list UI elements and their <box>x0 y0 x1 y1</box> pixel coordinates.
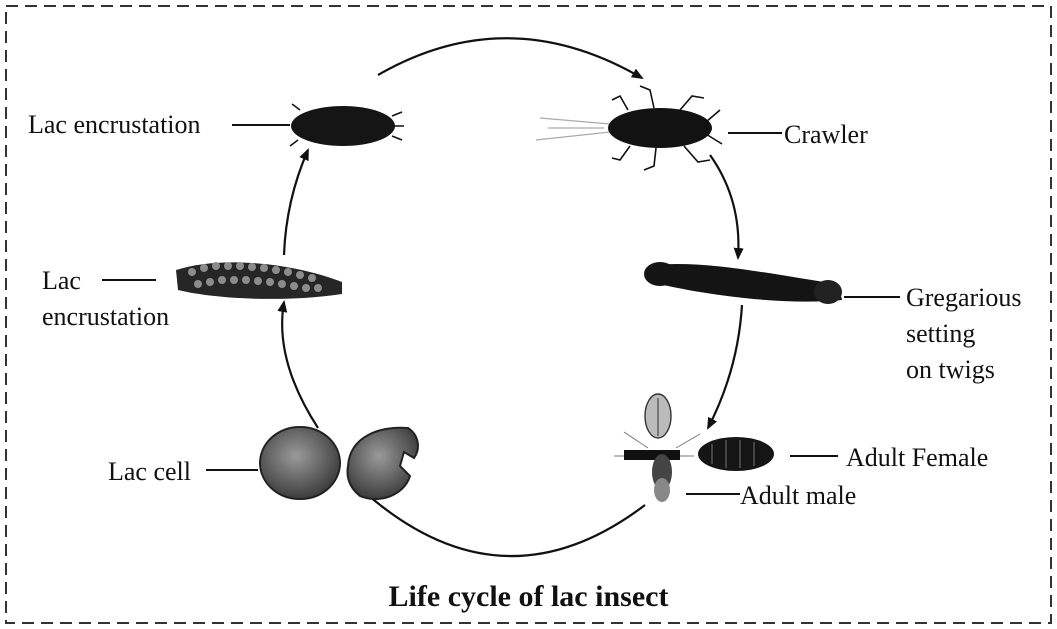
label-gregarious: Gregarious setting on twigs <box>906 283 1022 385</box>
lac-encrustation-upper-illustration <box>290 104 404 146</box>
arrow-left-lower <box>282 302 318 428</box>
label-lac-encrustation-upper: Lac encrustation <box>28 110 201 140</box>
label-lac-encrustation-lower-line-2: encrustation <box>42 302 169 332</box>
arrow-left-upper <box>284 150 308 255</box>
label-lac-encrustation-lower-line-1: Lac <box>42 266 169 296</box>
diagram-title: Life cycle of lac insect <box>0 580 1057 614</box>
label-gregarious-line-2: setting <box>906 319 1022 349</box>
label-adult-male: Adult male <box>740 481 856 511</box>
arrow-right-upper <box>710 155 738 258</box>
adult-female-illustration <box>698 437 774 471</box>
label-gregarious-line-3: on twigs <box>906 355 1022 385</box>
adult-male-illustration <box>614 394 700 502</box>
arrow-top <box>378 38 642 78</box>
arrow-bottom <box>360 488 645 556</box>
lac-encrustation-lower-illustration <box>176 262 342 299</box>
label-lac-cell: Lac cell <box>108 457 191 487</box>
label-lac-encrustation-lower: Lac encrustation <box>42 266 169 332</box>
label-adult-female: Adult Female <box>846 443 988 473</box>
arrow-right-lower <box>708 305 742 428</box>
gregarious-setting-illustration <box>644 262 842 304</box>
label-crawler: Crawler <box>784 120 868 150</box>
leader-lines <box>102 125 900 494</box>
lac-cell-illustration <box>260 427 418 499</box>
crawler-illustration <box>536 86 722 170</box>
label-gregarious-line-1: Gregarious <box>906 283 1022 313</box>
